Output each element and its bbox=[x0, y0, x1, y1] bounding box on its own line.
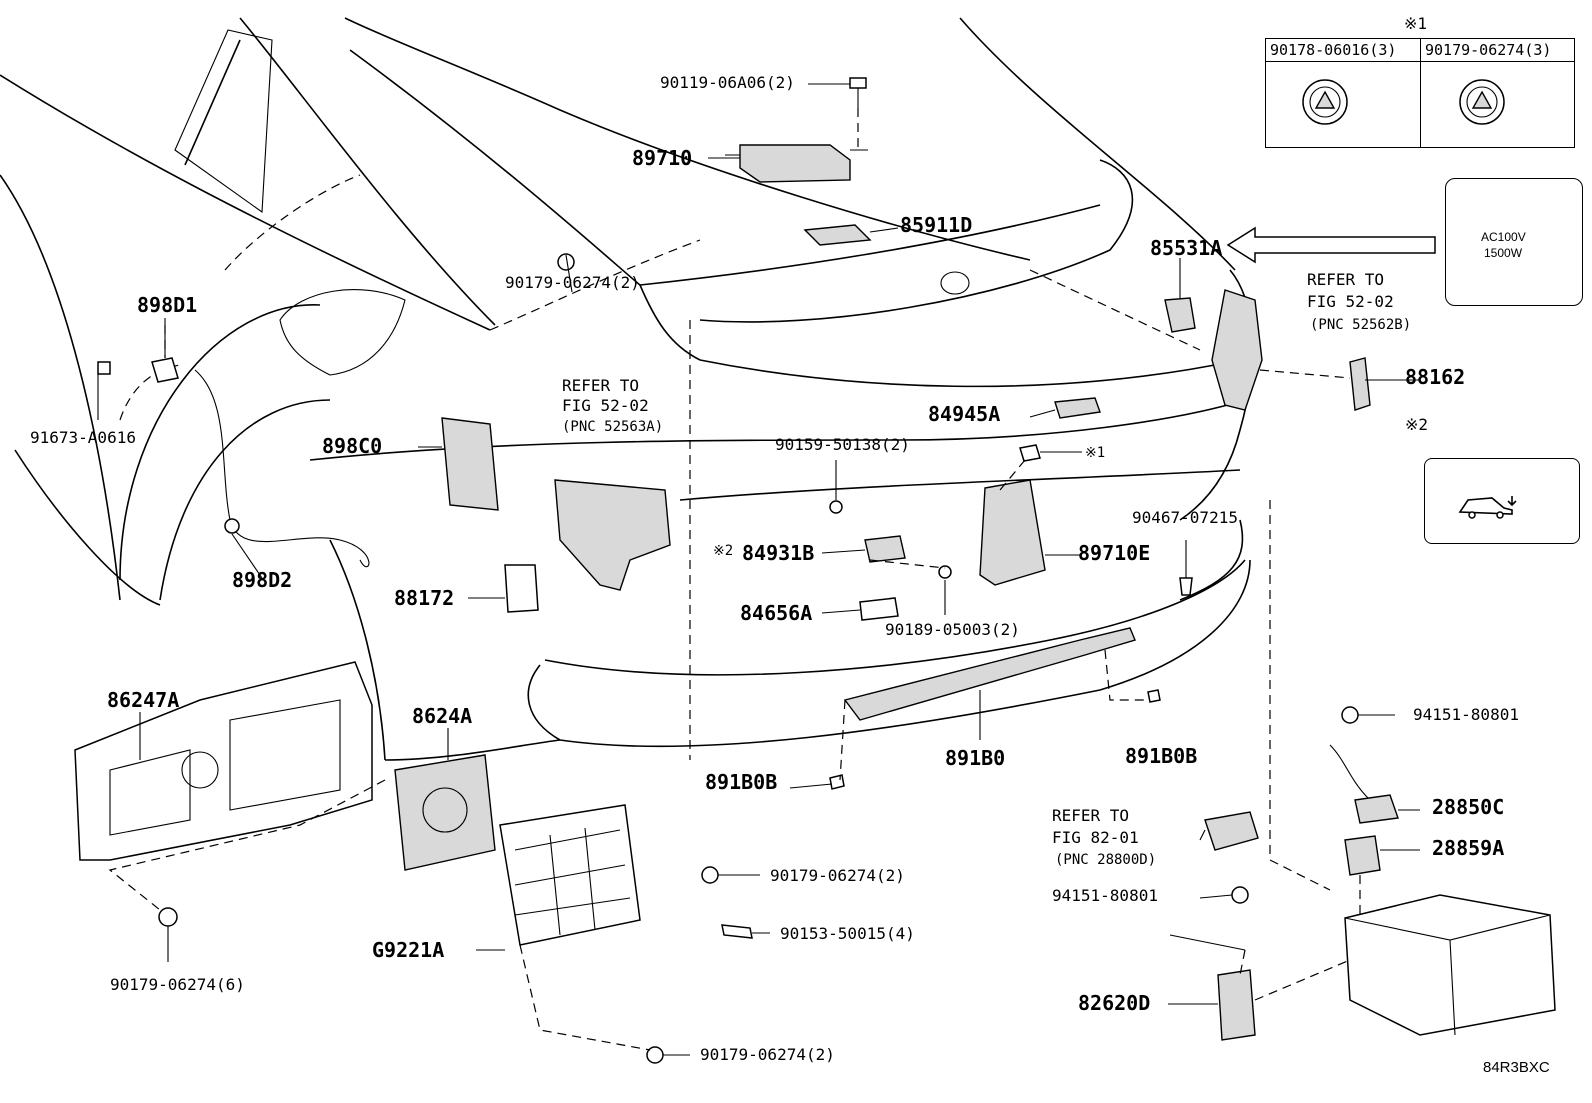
part-94151-mid-shape bbox=[1231, 886, 1249, 904]
part-28850c-shape bbox=[1354, 794, 1399, 824]
ref-c-line2: FIG 82-01 bbox=[1052, 828, 1139, 847]
part-89710e-shape bbox=[979, 479, 1046, 586]
part-84945a-shape bbox=[1054, 397, 1101, 419]
label-891b0b-left: 891B0B bbox=[705, 770, 778, 794]
ref-b-line2: FIG 52-02 bbox=[1307, 292, 1394, 311]
part-bracket-right-shape bbox=[1211, 289, 1263, 411]
label-88172: 88172 bbox=[394, 586, 455, 610]
part-28859a-shape bbox=[1344, 835, 1381, 876]
part-90179-mid-shape bbox=[701, 866, 719, 884]
part-90467-shape bbox=[1179, 577, 1193, 596]
label-90467-07215: 90467-07215 bbox=[1132, 508, 1238, 527]
part-88172-shape bbox=[504, 564, 539, 613]
part-85531a-shape bbox=[1164, 297, 1196, 333]
part-90159-shape bbox=[829, 500, 843, 514]
label-891b0b-right: 891B0B bbox=[1125, 744, 1198, 768]
label-89710e: 89710E bbox=[1078, 541, 1151, 565]
part-94151-top-shape bbox=[1341, 706, 1359, 724]
trunk-open-icon bbox=[1458, 497, 1513, 515]
part-battery-shape bbox=[1344, 894, 1556, 1036]
part-84656a-shape bbox=[859, 597, 899, 621]
label-note1-callout: ※1 bbox=[1085, 445, 1106, 461]
part-28800d-shape bbox=[1204, 811, 1259, 851]
part-8624a-shape bbox=[394, 754, 496, 871]
socket-label-line2: 1500W bbox=[1484, 246, 1523, 260]
part-84931b-shape bbox=[864, 535, 906, 563]
label-85911d: 85911D bbox=[900, 213, 973, 237]
label-85531a: 85531A bbox=[1150, 236, 1223, 260]
vehicle-body-outline bbox=[0, 17, 1331, 891]
ref-c-line1: REFER TO bbox=[1052, 806, 1130, 825]
note2-mark: ※2 bbox=[1405, 415, 1429, 434]
label-891b0: 891B0 bbox=[945, 746, 1006, 770]
note1-table: 90178-06016(3) 90179-06274(3) bbox=[1265, 38, 1575, 148]
part-88162-shape bbox=[1349, 357, 1371, 411]
label-82620d: 82620D bbox=[1078, 991, 1151, 1015]
label-90179-06274-bottom: 90179-06274(2) bbox=[700, 1045, 835, 1064]
part-90153-shape bbox=[721, 924, 753, 939]
part-82620d-shape bbox=[1217, 969, 1256, 1041]
label-88162: 88162 bbox=[1405, 365, 1466, 389]
label-91673-a0616: 91673-A0616 bbox=[30, 428, 136, 447]
part-90179-top-shape bbox=[557, 253, 575, 271]
note1-mark: ※1 bbox=[1404, 14, 1428, 33]
note1-table-header-divider bbox=[1266, 61, 1574, 62]
part-note1-nut-shape bbox=[1019, 444, 1041, 462]
label-28850c: 28850C bbox=[1432, 795, 1505, 819]
label-90159-50138: 90159-50138(2) bbox=[775, 435, 910, 454]
label-898c0: 898C0 bbox=[322, 434, 383, 458]
part-90189-shape bbox=[938, 565, 952, 579]
label-84931b: 84931B bbox=[742, 541, 815, 565]
label-84656a: 84656A bbox=[740, 601, 813, 625]
ref-a-line2: FIG 52-02 bbox=[562, 396, 649, 415]
part-891b0b-left-shape bbox=[829, 774, 845, 790]
label-84945a: 84945A bbox=[928, 402, 1001, 426]
part-bracket-left-shape bbox=[554, 479, 671, 591]
ref-a-line3: (PNC 52563A) bbox=[562, 419, 664, 435]
label-89710: 89710 bbox=[632, 146, 693, 170]
label-90179-06274-mid: 90179-06274(2) bbox=[770, 866, 905, 885]
label-90179-06274-6: 90179-06274(6) bbox=[110, 975, 245, 994]
ref-b-line3: (PNC 52562B) bbox=[1310, 317, 1412, 333]
figure-code: 84R3BXC bbox=[1483, 1059, 1550, 1076]
label-898d2: 898D2 bbox=[232, 568, 293, 592]
socket-label-line1: AC100V bbox=[1481, 230, 1526, 244]
leader-lines bbox=[97, 83, 1420, 1056]
label-g9221a: G9221A bbox=[372, 938, 445, 962]
label-86247a: 86247A bbox=[107, 688, 180, 712]
label-note2-callout: ※2 bbox=[713, 543, 734, 559]
label-94151-80801-top: 94151-80801 bbox=[1413, 705, 1519, 724]
ref-c-line3: (PNC 28800D) bbox=[1055, 852, 1157, 868]
label-28859a: 28859A bbox=[1432, 836, 1505, 860]
part-898d1-shape bbox=[151, 357, 179, 383]
note2-switch-box bbox=[1424, 458, 1580, 544]
note1-table-icons bbox=[1302, 79, 1505, 125]
note1-table-divider bbox=[1420, 39, 1421, 147]
label-94151-80801-mid: 94151-80801 bbox=[1052, 886, 1158, 905]
part-891b0-shape bbox=[843, 627, 1136, 721]
ref-a-line1: REFER TO bbox=[562, 376, 640, 395]
label-90119-06a06: 90119-06A06(2) bbox=[660, 73, 795, 92]
part-86247a-shape bbox=[74, 661, 373, 861]
ref-b-line1: REFER TO bbox=[1307, 270, 1385, 289]
pointer-arrow-icon bbox=[1226, 226, 1436, 264]
label-898d1: 898D1 bbox=[137, 293, 198, 317]
part-891b0b-right-shape bbox=[1147, 689, 1161, 703]
part-85911d-shape bbox=[803, 224, 872, 246]
label-8624a: 8624A bbox=[412, 704, 473, 728]
label-90179-06274-top: 90179-06274(2) bbox=[505, 273, 640, 292]
note1-table-col2: 90179-06274(3) bbox=[1425, 41, 1552, 59]
label-90153-50015: 90153-50015(4) bbox=[780, 924, 915, 943]
part-89710-shape bbox=[725, 77, 868, 183]
note1-table-col1: 90178-06016(3) bbox=[1270, 41, 1397, 59]
part-898c0-shape bbox=[441, 417, 499, 511]
ac-socket-box: AC100V 1500W bbox=[1445, 178, 1583, 306]
part-90179-6-shape bbox=[158, 907, 178, 927]
part-898d2-wire bbox=[194, 369, 370, 568]
label-90189-05003: 90189-05003(2) bbox=[885, 620, 1020, 639]
